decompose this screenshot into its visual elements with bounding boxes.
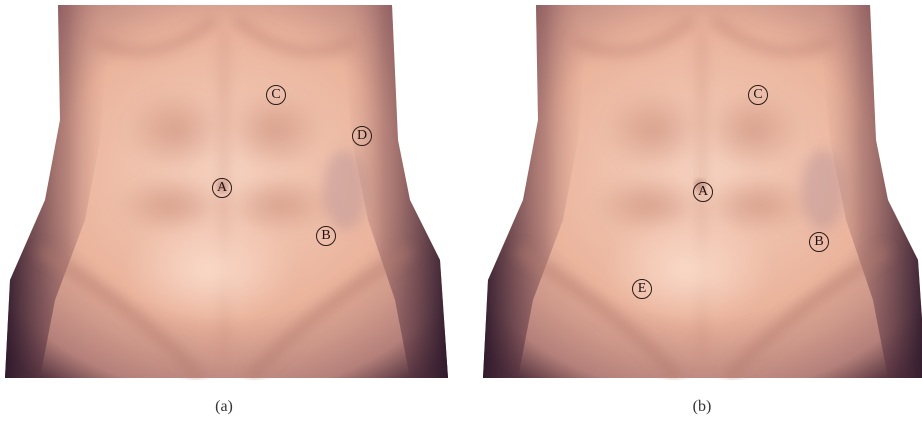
panel-a: A B C D (a) [0,0,448,425]
marker-c: C [748,85,768,105]
marker-a: A [212,178,232,198]
marker-b: B [809,232,829,252]
marker-b: B [316,226,336,246]
marker-d: D [352,126,372,146]
marker-c: C [266,85,286,105]
marker-a: A [693,182,713,202]
caption-a: (a) [0,398,448,416]
marker-e: E [632,279,652,299]
panel-b: A B C E (b) [478,0,922,425]
caption-b: (b) [478,398,922,416]
